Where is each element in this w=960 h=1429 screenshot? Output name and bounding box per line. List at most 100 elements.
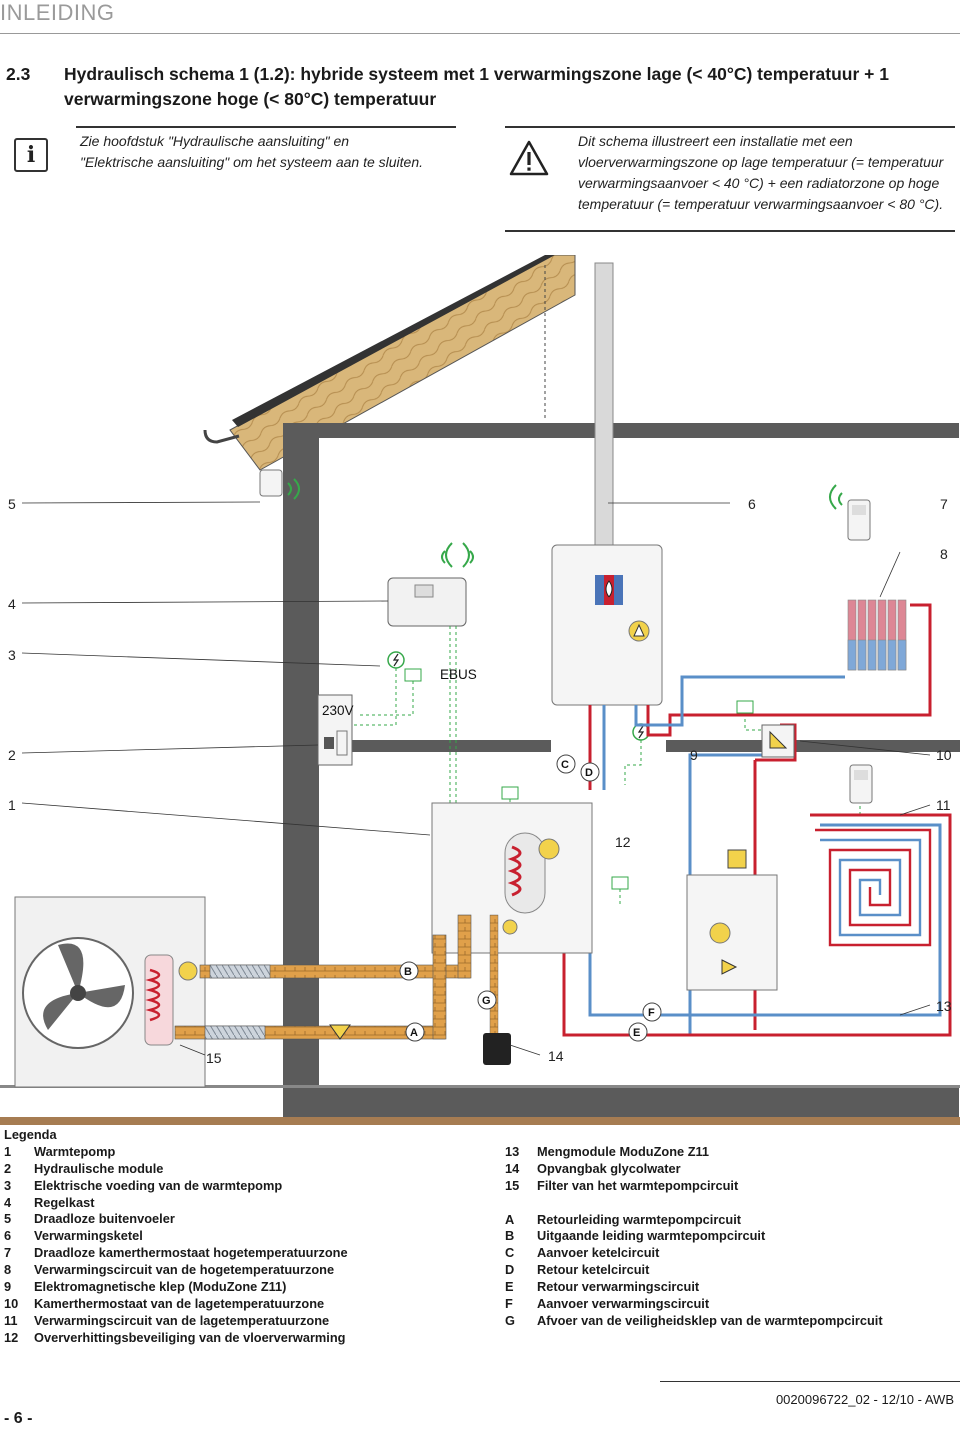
legend-key: 10 bbox=[4, 1295, 19, 1311]
legend-row: F Aanvoer verwarmingscircuit bbox=[505, 1296, 955, 1313]
power-supply-box bbox=[317, 694, 353, 766]
legend-value: Aanvoer ketelcircuit bbox=[537, 1245, 660, 1261]
label-5: 5 bbox=[8, 496, 16, 512]
label-13: 13 bbox=[936, 998, 952, 1014]
control-wires bbox=[320, 626, 861, 905]
room-thermostat-low bbox=[849, 764, 873, 804]
label-4: 4 bbox=[8, 596, 16, 612]
legend-row: 1 Warmtepomp bbox=[4, 1144, 474, 1161]
legend-value: Elektromagnetische klep (ModuZone Z11) bbox=[34, 1279, 287, 1295]
warning-note-bottom-rule bbox=[505, 230, 955, 232]
hydraulic-module bbox=[431, 802, 593, 954]
legend-key: C bbox=[505, 1245, 515, 1261]
pipe-markers bbox=[399, 754, 662, 1042]
warning-note-text: Dit schema illustreert een installatie m… bbox=[578, 133, 944, 212]
warning-triangle-icon bbox=[509, 140, 549, 176]
legend-row: 9 Elektromagnetische klep (ModuZone Z11) bbox=[4, 1279, 474, 1296]
legend-value: Elektrische voeding van de warmtepomp bbox=[34, 1177, 283, 1193]
label-G: G bbox=[482, 995, 491, 1007]
legend-key: 9 bbox=[4, 1279, 12, 1295]
legend-row: 10 Kamerthermostaat van de lagetemperatuu… bbox=[4, 1296, 474, 1313]
legend-value: Verwarmingsketel bbox=[34, 1228, 143, 1244]
legend-value: Draadloze kamerthermostaat hogetemperatu… bbox=[34, 1245, 348, 1261]
legend-key: 6 bbox=[4, 1228, 12, 1244]
legend-key: G bbox=[505, 1312, 515, 1328]
legend-key: F bbox=[505, 1296, 513, 1312]
legend-value: Opvangbak glycolwater bbox=[537, 1160, 681, 1176]
header-divider bbox=[0, 33, 960, 34]
label-ebus: EBUS bbox=[440, 667, 477, 682]
legend-value: Verwarmingscircuit van de lagetemperatuu… bbox=[34, 1312, 330, 1328]
legend-key: 3 bbox=[4, 1177, 12, 1193]
legend-row bbox=[505, 1195, 955, 1212]
glycol-container bbox=[483, 1033, 511, 1065]
overheat-protection bbox=[727, 849, 747, 869]
heat-pump-pipes bbox=[174, 914, 499, 1040]
legend-key: 13 bbox=[505, 1144, 520, 1159]
room-thermostat-high bbox=[829, 484, 871, 541]
legend-key: 11 bbox=[4, 1312, 18, 1328]
legend-value: Kamerthermostaat van de lagetemperatuurz… bbox=[34, 1295, 325, 1311]
legend-left-list: 1 Warmtepomp 2 Hydraulische module 3 Elektris… bbox=[4, 1144, 474, 1347]
legend-value: Hydraulische module bbox=[34, 1160, 164, 1176]
label-E: E bbox=[633, 1027, 640, 1039]
legend-key: 12 bbox=[4, 1329, 19, 1345]
legend-key: A bbox=[505, 1211, 515, 1227]
legend-key: E bbox=[505, 1279, 514, 1295]
label-14: 14 bbox=[548, 1048, 564, 1064]
label-3: 3 bbox=[8, 647, 16, 663]
legend-value: Retourleiding warmtepompcircuit bbox=[537, 1211, 742, 1227]
legend-value: Oververhittingsbeveiliging van de vloerv… bbox=[34, 1329, 346, 1345]
legend-row: C Aanvoer ketelcircuit bbox=[505, 1245, 955, 1262]
legend-row: 6 Verwarmingsketel bbox=[4, 1228, 474, 1245]
legend-value: Warmtepomp bbox=[34, 1143, 116, 1159]
label-1: 1 bbox=[8, 797, 16, 813]
legend-row: 3 Elektrische voeding van de warmtepomp bbox=[4, 1178, 474, 1195]
legend-key: 1 bbox=[4, 1143, 12, 1159]
page-number: - 6 - bbox=[4, 1410, 33, 1427]
warning-note-top-rule bbox=[505, 126, 955, 128]
legend-row: 11 Verwarmingscircuit van de lagetemperat… bbox=[4, 1313, 474, 1330]
legend-value: Aanvoer verwarmingscircuit bbox=[537, 1296, 710, 1312]
label-230v: 230V bbox=[322, 703, 354, 718]
leader-lines bbox=[21, 501, 931, 1056]
legend-key: 14 bbox=[505, 1160, 520, 1176]
legend-row: 14 Opvangbak glycolwater bbox=[505, 1161, 955, 1178]
title-number: 2.3 bbox=[6, 64, 31, 84]
label-11: 11 bbox=[936, 797, 951, 813]
mixing-module bbox=[686, 874, 778, 991]
label-10: 10 bbox=[936, 747, 952, 763]
legend-row: 2 Hydraulische module bbox=[4, 1161, 474, 1178]
section-header: INLEIDING bbox=[0, 0, 115, 26]
electromagnetic-valve bbox=[761, 724, 795, 758]
label-9: 9 bbox=[690, 747, 698, 763]
legend-value: Draadloze buitenvoeler bbox=[34, 1211, 175, 1227]
document-reference: 0020096722_02 - 12/10 - AWB bbox=[775, 1392, 954, 1407]
label-A: A bbox=[410, 1027, 418, 1039]
legend-value: Retour ketelcircuit bbox=[537, 1262, 650, 1278]
radiator bbox=[845, 597, 915, 671]
boiler bbox=[551, 544, 663, 706]
legend-key: 7 bbox=[4, 1245, 12, 1261]
component-number-labels: 5 6 7 8 4 3 EBUS 230V 2 9 10 1 11 12 13 … bbox=[8, 496, 952, 1066]
label-F: F bbox=[648, 1007, 655, 1019]
label-C: C bbox=[561, 759, 569, 771]
footer-divider bbox=[660, 1381, 960, 1382]
info-note-text: Zie hoofdstuk "Hydraulische aansluiting"… bbox=[80, 133, 423, 170]
warning-note: Dit schema illustreert een installatie m… bbox=[505, 126, 955, 232]
label-2: 2 bbox=[8, 747, 16, 763]
legend-key: 2 bbox=[4, 1160, 12, 1176]
label-6: 6 bbox=[748, 496, 756, 512]
legend-key: 8 bbox=[4, 1262, 12, 1278]
info-icon: i bbox=[14, 138, 48, 172]
info-note-top-rule bbox=[76, 126, 456, 128]
label-12: 12 bbox=[615, 834, 631, 850]
legend-key: 4 bbox=[4, 1194, 12, 1210]
info-note: i Zie hoofdstuk "Hydraulische aansluitin… bbox=[6, 126, 456, 194]
